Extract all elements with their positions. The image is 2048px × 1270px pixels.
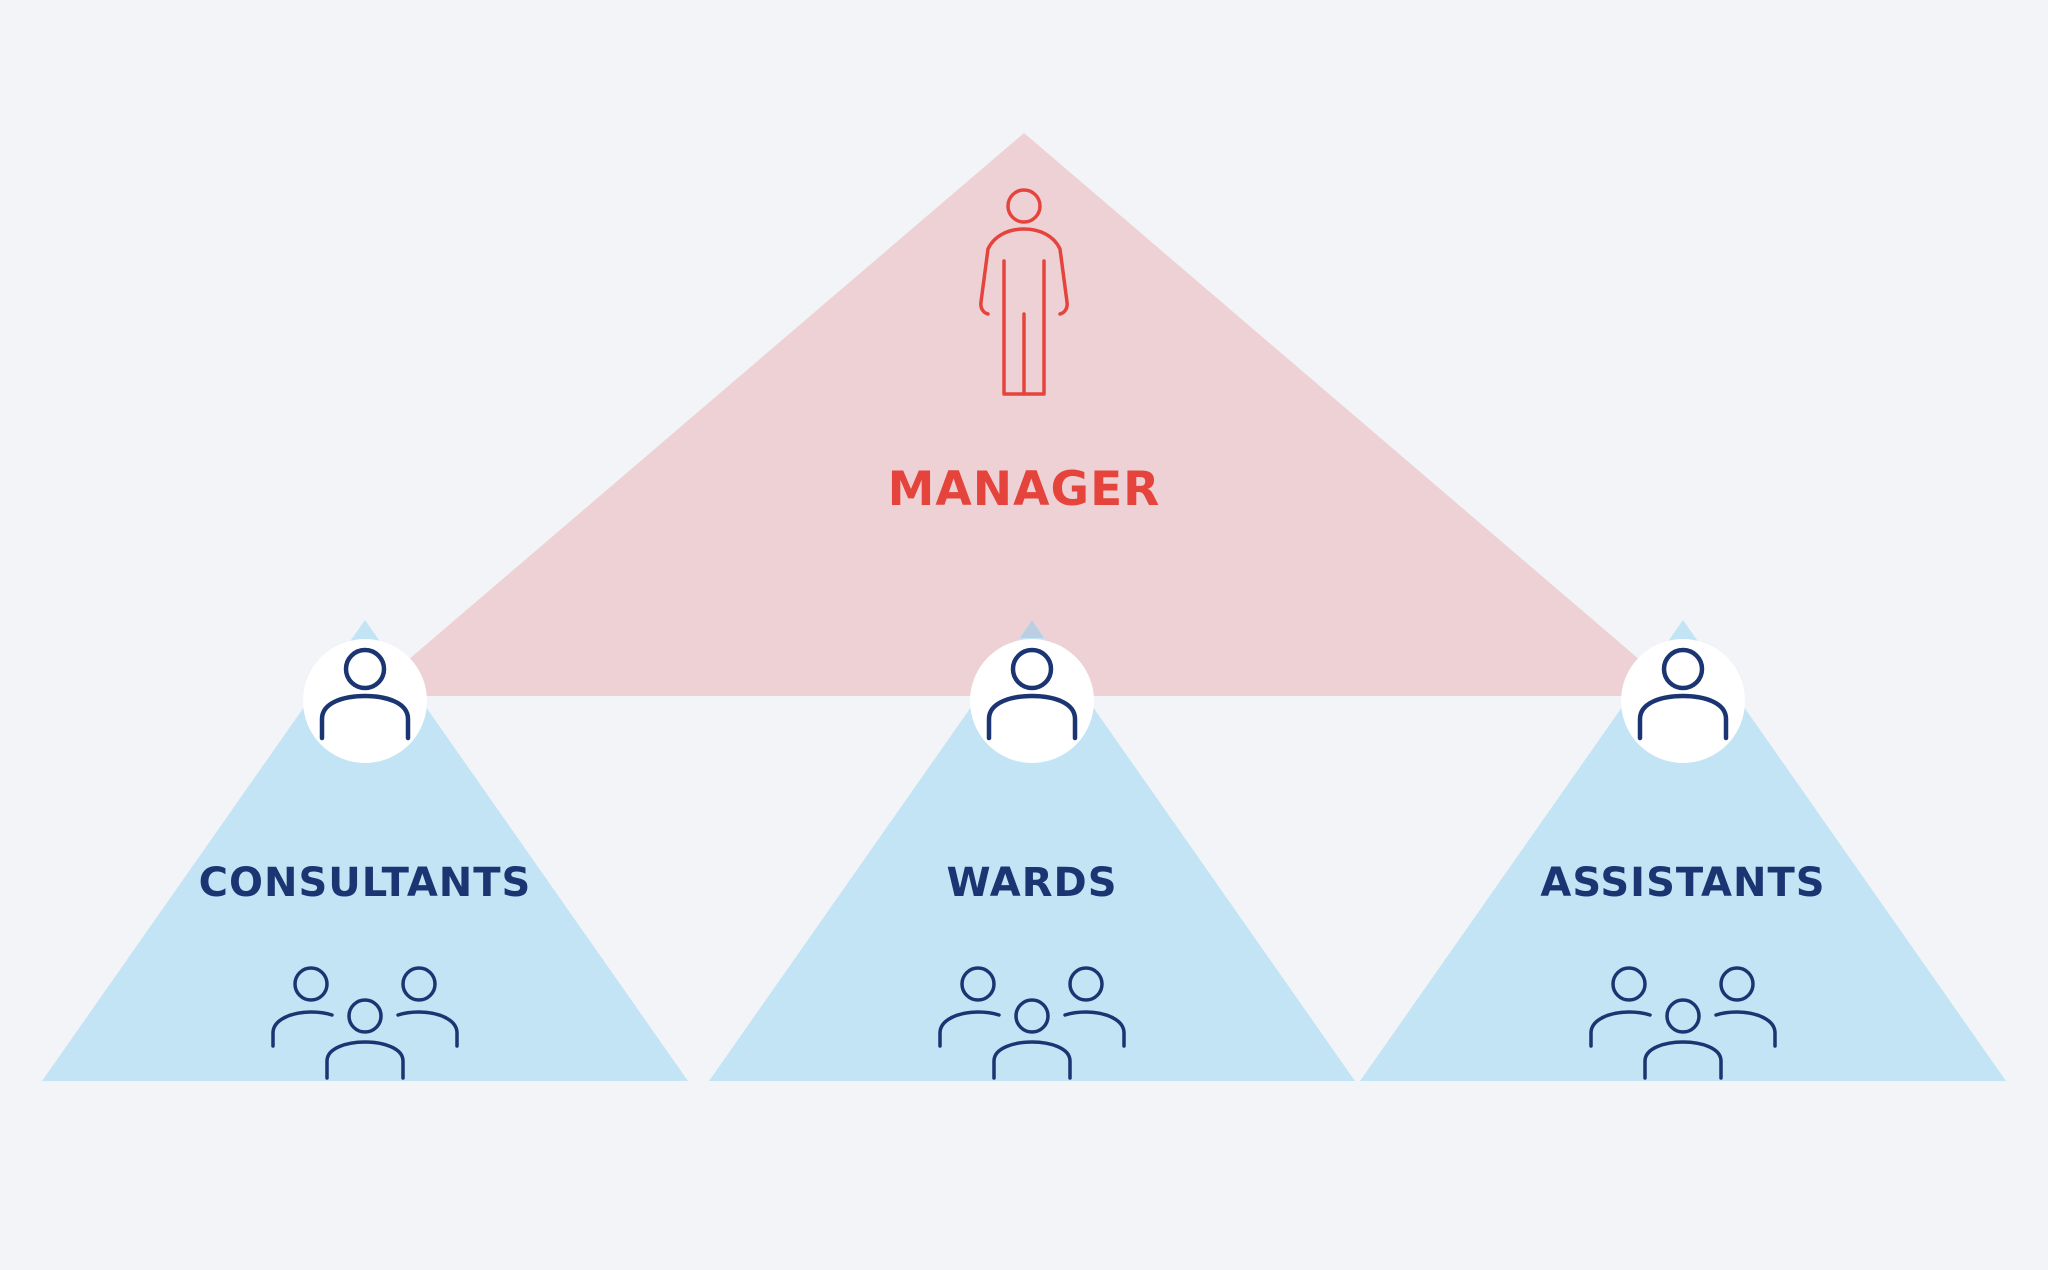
person-standing-icon xyxy=(979,188,1069,396)
consultants-label: CONSULTANTS xyxy=(198,860,532,906)
assistants-triangle xyxy=(1360,620,2006,1081)
people-group-icon xyxy=(271,966,459,1080)
assistants-badge xyxy=(1621,639,1745,763)
wards-triangle xyxy=(709,620,1355,1081)
wards-label: WARDS xyxy=(946,860,1118,906)
people-group-icon xyxy=(938,966,1126,1080)
people-group-icon xyxy=(1589,966,1777,1080)
person-icon xyxy=(1637,647,1729,741)
assistants-label: ASSISTANTS xyxy=(1540,860,1826,906)
person-icon xyxy=(986,647,1078,741)
consultants-triangle xyxy=(42,620,688,1081)
person-icon xyxy=(319,647,411,741)
wards-apex-overlap xyxy=(1020,620,1044,638)
manager-label: MANAGER xyxy=(887,462,1161,517)
manager-triangle xyxy=(366,133,1682,696)
wards-badge xyxy=(970,639,1094,763)
consultants-badge xyxy=(303,639,427,763)
